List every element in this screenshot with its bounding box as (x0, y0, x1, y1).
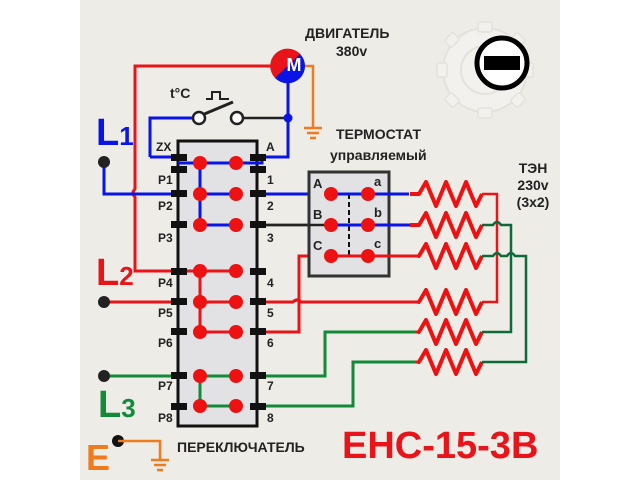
switch-terminal-6: 6 (267, 336, 274, 350)
model-number: EHC-15-3B (342, 425, 539, 467)
thermostat-terminal-a: A (313, 176, 323, 191)
phase-l3-number: 3 (121, 393, 136, 423)
temp-switch-label: t°C (170, 85, 191, 101)
heater-star-wiring (482, 192, 528, 364)
phase-l1-label: L1 (96, 112, 134, 155)
switch-terminal-p4: P4 (158, 276, 173, 290)
heater-elements (410, 180, 484, 376)
switch-terminal-p6: P6 (158, 336, 173, 350)
thermostat-subtitle: управляемый (330, 147, 427, 163)
earth-label: E (86, 437, 111, 478)
wire-motor-a (262, 82, 290, 159)
switch-terminal-7: 7 (267, 379, 274, 393)
switch-terminal-p3: P3 (158, 231, 173, 245)
phase-l1-number: 1 (119, 121, 134, 151)
phase-l2-label: L2 (96, 252, 134, 295)
switch-terminal-4: 4 (267, 276, 274, 290)
minus-circle-icon (474, 35, 530, 91)
switch-terminal-5: 5 (267, 306, 274, 320)
wiring-diagram (98, 21, 534, 472)
switch-body (176, 139, 259, 428)
switch-terminal-zx: ZX (156, 140, 172, 154)
thermostat-terminal-b-out: b (374, 205, 382, 220)
thermostat-contacts (324, 187, 375, 263)
heater-label: ТЭН 230v (3x2) (508, 160, 558, 211)
motor-earth-wire (304, 64, 322, 140)
thermostat-terminal-b: B (313, 207, 323, 222)
diagram-panel: M ДВИГАТЕЛЬ 380v t°C ТЕРМОСТАТ управляем… (80, 0, 560, 480)
earth-wire (118, 439, 169, 472)
switch-terminal-p2: P2 (158, 199, 173, 213)
motor-symbol: M (286, 55, 302, 75)
thermostat-terminal-a-out: a (374, 174, 382, 189)
phase-l2-letter: L (96, 252, 120, 294)
motor-icon (270, 48, 305, 84)
switch-contacts (193, 156, 243, 413)
l2-terminal (98, 296, 110, 308)
thermostat-terminal-c-out: c (374, 236, 382, 251)
thermostat-title: ТЕРМОСТАТ (336, 126, 421, 142)
switch-terminal-2: 2 (267, 199, 274, 213)
switch-terminal-8: 8 (267, 411, 274, 425)
heater-config: (3x2) (516, 194, 550, 210)
switch-terminal-p8: P8 (158, 411, 173, 425)
switch-terminal-p1: P1 (158, 173, 173, 187)
switch-title: ПЕРЕКЛЮЧАТЕЛЬ (177, 439, 305, 455)
l1-terminal (98, 156, 110, 168)
switch-terminal-p7: P7 (158, 379, 173, 393)
switch-terminal-pads (171, 154, 266, 410)
motor-voltage: 380v (336, 43, 368, 59)
phase-l2-number: 2 (119, 261, 134, 291)
switch-terminal-a: A (266, 140, 275, 154)
switch-terminal-p5: P5 (158, 306, 173, 320)
heater-voltage: 230v (517, 177, 549, 193)
heater-title: ТЭН (518, 160, 548, 176)
motor-title: ДВИГАТЕЛЬ (305, 25, 390, 41)
wire-l3 (104, 330, 420, 408)
phase-l1-letter: L (96, 112, 120, 154)
phase-l3-letter: L (98, 384, 122, 426)
wire-l2 (104, 254, 420, 334)
switch-terminal-3: 3 (267, 231, 274, 245)
thermostat-terminal-c: C (313, 238, 323, 253)
l3-terminal (98, 370, 110, 382)
phase-l3-label: L3 (98, 384, 136, 427)
temperature-switch (148, 91, 293, 157)
switch-terminal-1: 1 (267, 173, 274, 187)
